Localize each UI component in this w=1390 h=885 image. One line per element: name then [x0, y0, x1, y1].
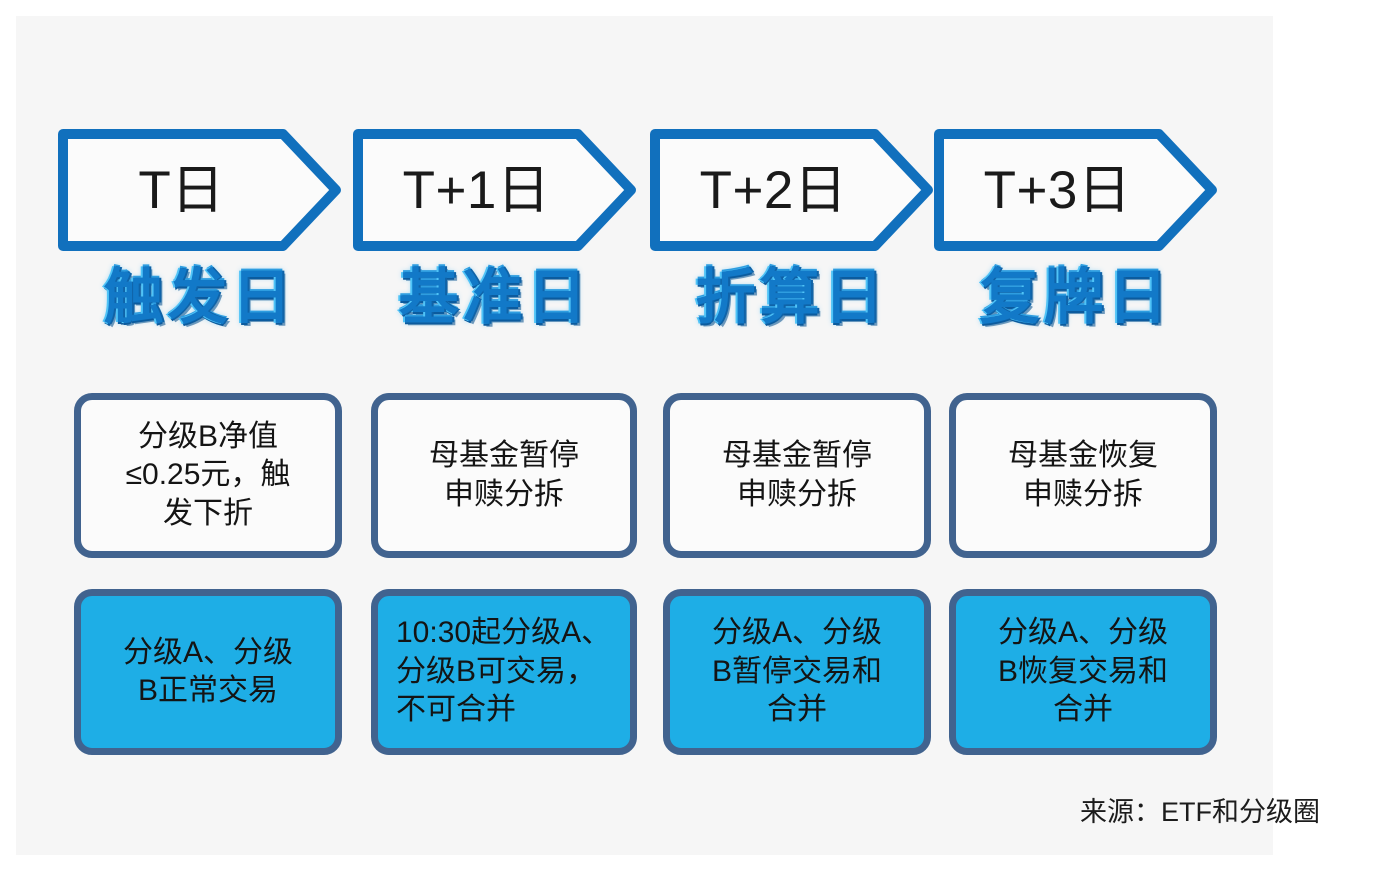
- timeline-chevron-label-1: T+1日: [402, 160, 551, 220]
- trading-status-card-2[interactable]: 分级A、分级 B暂停交易和 合并: [663, 589, 931, 755]
- fund-status-card-3[interactable]: 母基金恢复 申赎分拆: [949, 393, 1217, 558]
- timeline-chevron-1[interactable]: T+1日: [353, 129, 636, 251]
- timeline-chevron-label-2: T+2日: [699, 160, 848, 220]
- timeline-chevron-2[interactable]: T+2日: [650, 129, 933, 251]
- trading-status-text-2: 分级A、分级 B暂停交易和 合并: [711, 616, 882, 727]
- timeline-chevron-label-3: T+3日: [983, 160, 1132, 220]
- trading-status-card-3[interactable]: 分级A、分级 B恢复交易和 合并: [949, 589, 1217, 755]
- trading-status-text-1: 10:30起分级A、 分级B可交易， 不可合并: [396, 616, 612, 727]
- fund-status-text-0: 分级B净值 ≤0.25元，触 发下折: [125, 419, 291, 530]
- day-name-0: 触发日: [103, 264, 296, 331]
- chevron-arrow-icon: [353, 129, 636, 251]
- day-name-2: 折算日: [695, 264, 888, 331]
- chevron-arrow-icon: [650, 129, 933, 251]
- fund-status-text-1: 母基金暂停 申赎分拆: [429, 439, 579, 511]
- fund-status-text-3: 母基金恢复 申赎分拆: [1008, 439, 1158, 511]
- trading-status-card-1[interactable]: 10:30起分级A、 分级B可交易， 不可合并: [371, 589, 637, 755]
- fund-status-text-2: 母基金暂停 申赎分拆: [722, 439, 872, 511]
- trading-status-card-0[interactable]: 分级A、分级 B正常交易: [74, 589, 342, 755]
- fund-status-card-1[interactable]: 母基金暂停 申赎分拆: [371, 393, 637, 558]
- source-attribution: 来源：ETF和分级圈: [1080, 797, 1320, 827]
- chevron-arrow-icon: [934, 129, 1217, 251]
- trading-status-text-0: 分级A、分级 B正常交易: [122, 635, 293, 707]
- timeline-chevron-3[interactable]: T+3日: [934, 129, 1217, 251]
- fund-status-card-2[interactable]: 母基金暂停 申赎分拆: [663, 393, 931, 558]
- fund-status-card-0[interactable]: 分级B净值 ≤0.25元，触 发下折: [74, 393, 342, 558]
- chevron-arrow-icon: [58, 129, 341, 251]
- trading-status-text-3: 分级A、分级 B恢复交易和 合并: [997, 616, 1168, 727]
- day-name-1: 基准日: [398, 264, 591, 331]
- timeline-chevron-0[interactable]: T日: [58, 129, 341, 251]
- timeline-chevron-label-0: T日: [138, 160, 225, 220]
- day-name-3: 复牌日: [979, 264, 1172, 331]
